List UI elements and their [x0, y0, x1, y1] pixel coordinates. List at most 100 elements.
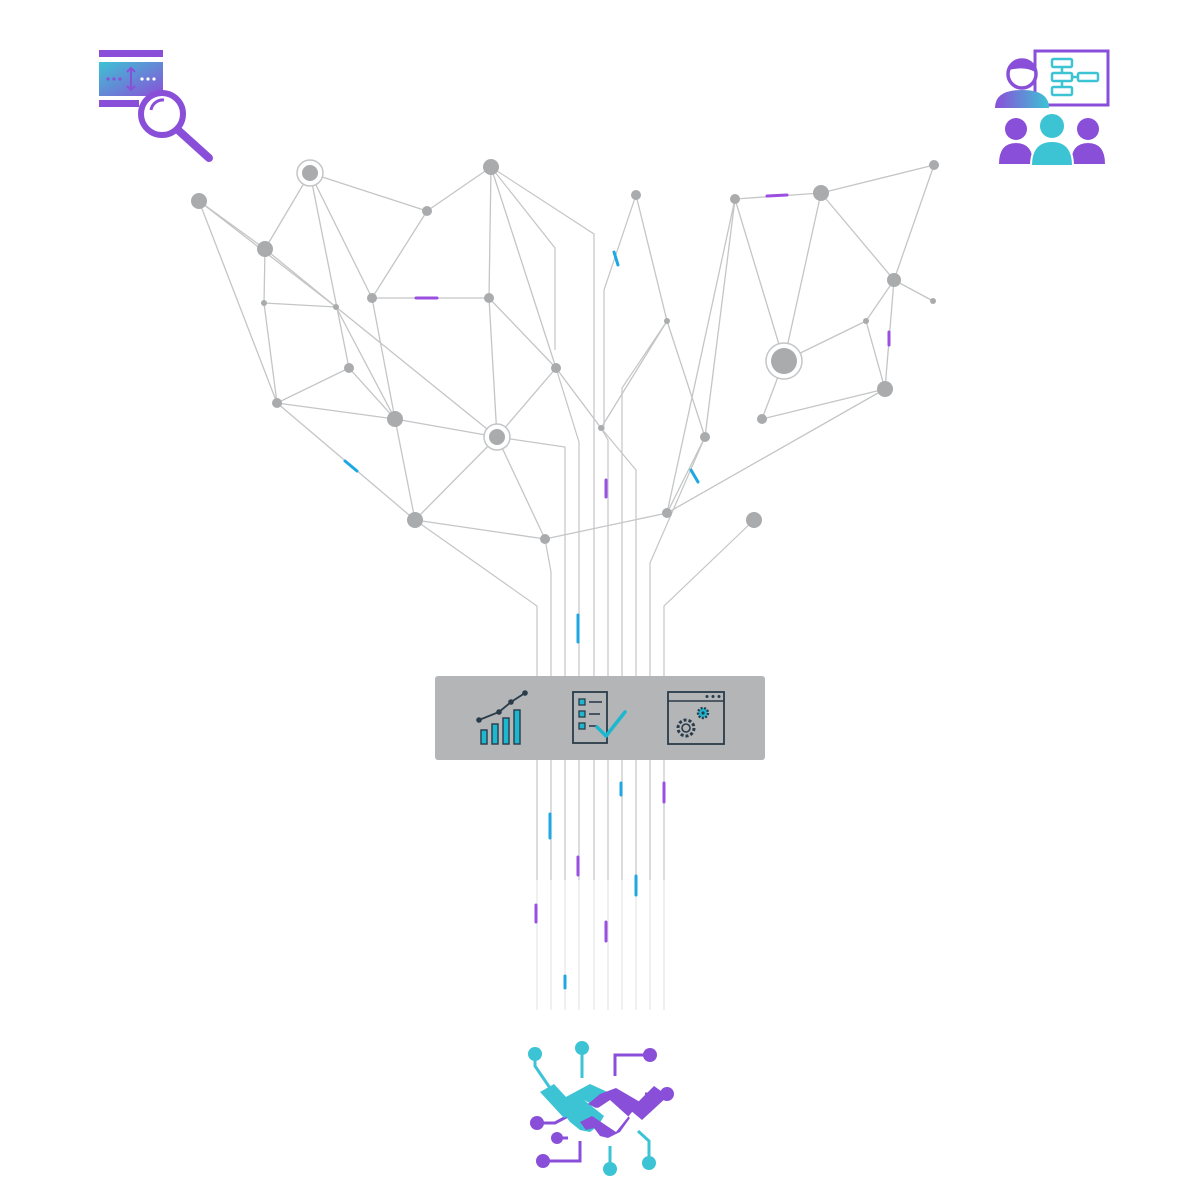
tools-panel [435, 676, 765, 760]
network-node [261, 300, 267, 306]
network-edge [263, 302, 337, 308]
network-edge [496, 367, 557, 438]
network-node [929, 160, 939, 170]
network-node [483, 159, 499, 175]
network-edge [490, 166, 557, 369]
network-node [551, 363, 561, 373]
network-edge [414, 436, 498, 521]
nodes-layer [191, 159, 939, 544]
network-node [746, 512, 762, 528]
network-node [877, 381, 893, 397]
network-edge [309, 172, 373, 299]
network-node [489, 429, 505, 445]
network-node [333, 304, 339, 310]
bar-chart-growth-icon [476, 690, 528, 745]
network-edge [488, 297, 557, 369]
network-edge [263, 302, 278, 404]
network-edge [666, 388, 886, 514]
network-node [272, 398, 282, 408]
network-node [367, 293, 377, 303]
network-node [664, 318, 670, 324]
network-edge [865, 279, 895, 322]
signal-dashes-layer [343, 193, 891, 990]
network-edge [394, 418, 498, 438]
circuit-trace [600, 427, 609, 1010]
network-node [598, 425, 604, 431]
checklist-icon [572, 691, 627, 744]
network-node [302, 165, 318, 181]
network-node [863, 318, 869, 324]
network-node [191, 193, 207, 209]
network-node [422, 206, 432, 216]
network-edge [893, 164, 935, 281]
network-edge [488, 166, 492, 299]
network-node [730, 194, 740, 204]
network-edge [666, 198, 736, 514]
network-node [813, 185, 829, 201]
network-edge [544, 512, 668, 540]
network-edge [488, 297, 498, 438]
circuit-trace [663, 519, 755, 1010]
network-node [662, 508, 672, 518]
circuit-trace [496, 436, 566, 1010]
circuit-trace [649, 436, 706, 1010]
network-edge [198, 200, 278, 404]
network-node [930, 298, 936, 304]
network-edge [600, 320, 668, 429]
edges-layer [198, 164, 935, 540]
circuit-trace [600, 427, 637, 1010]
network-edge [783, 192, 822, 362]
circuit-trace [414, 519, 538, 1010]
data-scan-magnifier-icon [99, 50, 213, 162]
network-edge [348, 367, 396, 420]
circuit-trace [490, 166, 556, 350]
network-edge [394, 418, 416, 521]
settings-window-icon [667, 691, 725, 745]
network-edge [893, 279, 934, 302]
network-edge [666, 436, 706, 514]
signal-dash [343, 459, 359, 473]
network-edge [865, 320, 886, 390]
network-node [887, 273, 901, 287]
network-node [631, 190, 641, 200]
network-edge [414, 519, 546, 540]
network-edge [276, 367, 350, 404]
network-edge [635, 194, 668, 322]
network-edge [426, 166, 492, 212]
network-node [757, 414, 767, 424]
network-edge [734, 198, 785, 362]
network-edge [264, 172, 311, 250]
network-node [540, 534, 550, 544]
network-node [387, 411, 403, 427]
network-edge [761, 388, 886, 420]
circuit-trace [603, 194, 637, 430]
network-edge [263, 248, 266, 304]
network-edge [335, 306, 396, 420]
network-edge [309, 172, 428, 212]
network-edge [264, 248, 337, 308]
network-node [484, 293, 494, 303]
network-edge [371, 297, 396, 420]
network-node [344, 363, 354, 373]
network-edge [496, 436, 546, 540]
circuit-traces-layer [414, 166, 755, 1020]
network-edge [820, 192, 895, 281]
network-edge [704, 198, 736, 438]
network-node [771, 348, 797, 374]
network-edge [820, 164, 935, 194]
network-edge [371, 210, 428, 299]
trace-fade [520, 880, 680, 1020]
network-edge [335, 306, 498, 438]
signal-dash [765, 193, 789, 198]
network-node [700, 432, 710, 442]
digital-handshake-icon [528, 1041, 674, 1176]
signal-dash [612, 250, 620, 267]
network-node [257, 241, 273, 257]
team-presentation-icon [995, 49, 1110, 167]
network-edge [276, 402, 396, 420]
circuit-trace [621, 320, 668, 1010]
network-edge [309, 172, 350, 369]
network-edge [666, 320, 706, 438]
